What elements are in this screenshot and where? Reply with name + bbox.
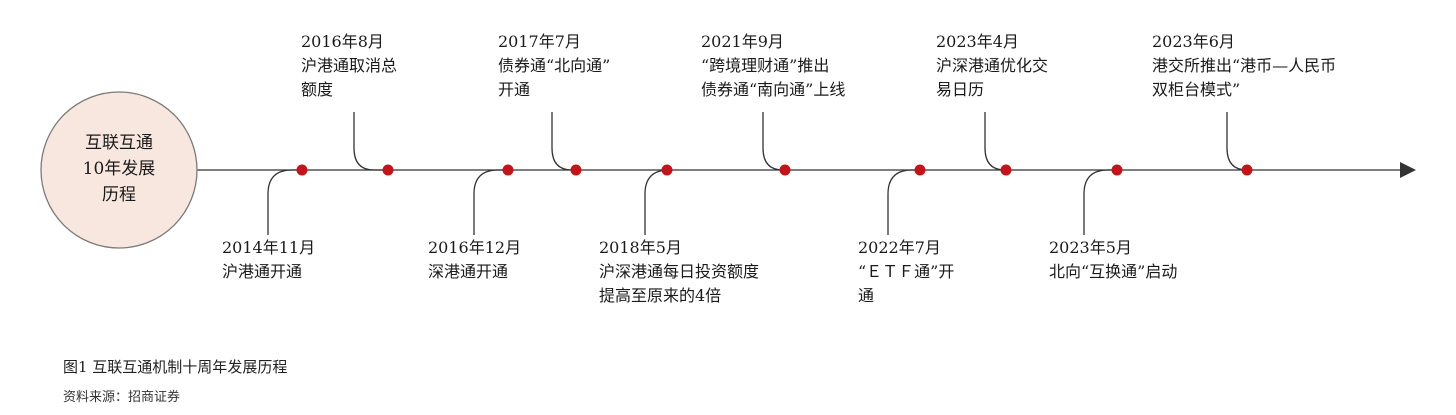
- figure-source: 资料来源：招商证券: [63, 389, 180, 405]
- event-dot: [296, 164, 308, 176]
- event-date: 2021年9月: [701, 32, 784, 51]
- event-description-line: “跨境理财通”推出: [701, 56, 829, 75]
- event-connector: [887, 169, 920, 235]
- event-description-line: 深港通开通: [428, 262, 508, 281]
- event-dot: [914, 164, 926, 176]
- event-dot: [502, 164, 514, 176]
- event-connector: [644, 169, 670, 235]
- event-date: 2014年11月: [222, 238, 315, 257]
- event-date: 2016年8月: [301, 32, 384, 51]
- timeline-event-7: 2022年7月 “ＥＴＦ通”开通: [858, 164, 954, 305]
- figure-caption: 图1 互联互通机制十周年发展历程: [63, 358, 287, 376]
- event-description-line: 通: [858, 286, 874, 305]
- event-dot: [779, 164, 791, 176]
- event-connector: [984, 112, 1006, 171]
- event-description-line: 双柜台模式”: [1152, 80, 1240, 99]
- event-date: 2018年5月: [599, 238, 682, 257]
- event-dot: [1241, 164, 1253, 176]
- event-dot: [1000, 164, 1012, 176]
- event-description-line: 债券通“南向通”上线: [701, 80, 845, 99]
- timeline-events: 2014年11月沪港通开通2016年8月沪港通取消总额度2016年12月深港通开…: [222, 32, 1336, 305]
- hub-label-line-1: 互联互通: [85, 133, 153, 153]
- event-date: 2023年4月: [936, 32, 1019, 51]
- hub-label-line-3: 历程: [102, 185, 136, 205]
- event-description-line: “ＥＴＦ通”开: [858, 262, 954, 281]
- event-description-line: 港交所推出“港币—人民币: [1152, 56, 1336, 75]
- event-description-line: 北向“互换通”启动: [1049, 262, 1177, 281]
- event-date: 2017年7月: [498, 32, 581, 51]
- event-connector: [1083, 169, 1117, 235]
- event-description-line: 提高至原来的4倍: [599, 286, 721, 305]
- event-description-line: 沪港通开通: [222, 262, 302, 281]
- event-connector: [353, 112, 388, 171]
- event-description-line: 开通: [498, 80, 530, 99]
- event-description-line: 沪港通取消总: [301, 56, 397, 75]
- event-description-line: 沪深港通每日投资额度: [599, 262, 759, 281]
- event-connector: [1226, 112, 1248, 171]
- event-description-line: 债券通“北向通”: [498, 56, 610, 75]
- event-date: 2023年5月: [1049, 238, 1132, 257]
- event-dot: [1111, 164, 1123, 176]
- event-connector: [762, 112, 785, 171]
- event-dot: [570, 164, 582, 176]
- event-description-line: 沪深港通优化交: [936, 56, 1048, 75]
- event-date: 2022年7月: [858, 238, 941, 257]
- hub-label-line-2: 10年发展: [83, 159, 156, 179]
- hub-circle: [40, 91, 198, 249]
- event-connector: [473, 169, 508, 235]
- event-description-line: 额度: [301, 80, 333, 99]
- event-dot: [661, 164, 673, 176]
- event-connector: [267, 169, 302, 235]
- event-date: 2023年6月: [1152, 32, 1235, 51]
- event-connector: [551, 112, 576, 171]
- event-description-line: 易日历: [936, 80, 984, 99]
- event-dot: [382, 164, 394, 176]
- timeline-arrow-icon: [1400, 162, 1416, 178]
- event-date: 2016年12月: [428, 238, 521, 257]
